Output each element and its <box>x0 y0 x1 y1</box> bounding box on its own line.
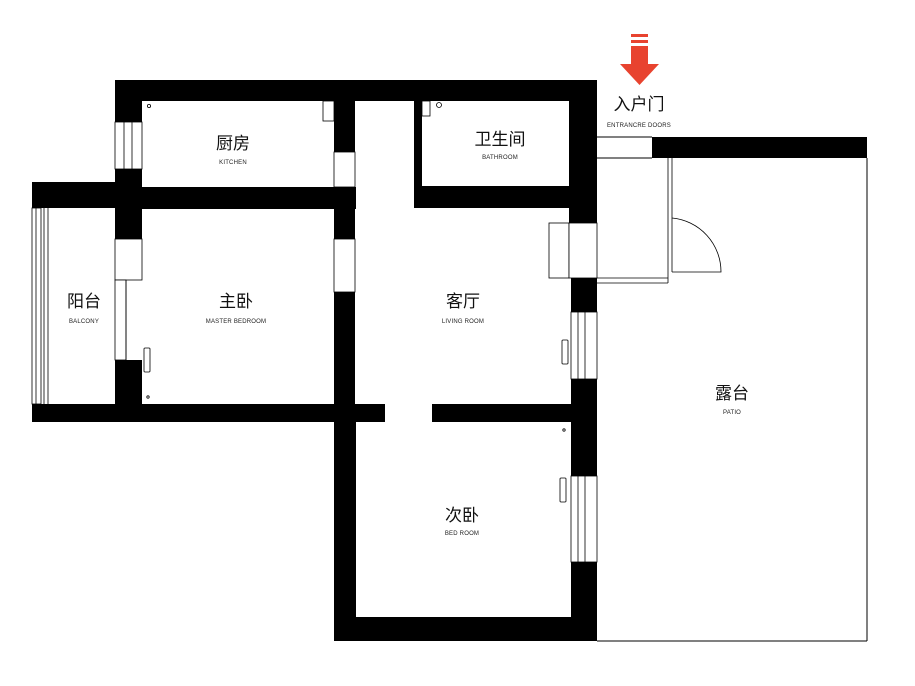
arrow-down-icon <box>620 34 659 85</box>
windows <box>31 121 722 563</box>
wall-right-living-mid <box>571 278 597 312</box>
kitchen-label-en: KITCHEN <box>219 160 247 166</box>
wall-right-lower <box>571 379 597 476</box>
wall-middle-horizontal <box>32 404 597 422</box>
wall-kitchen-right <box>334 80 355 152</box>
wall-master-left-bottom <box>115 360 142 422</box>
wall-kitchen-left-top <box>115 80 142 122</box>
balcony-label-en: BALCONY <box>69 319 99 325</box>
patio-label-en: PATIO <box>723 410 741 416</box>
patio-label: 露台 <box>715 384 749 404</box>
wall-kitchen-master <box>115 187 356 209</box>
fixtures <box>143 100 569 503</box>
corridor-opening <box>356 187 414 209</box>
wall-bedroom-bottom <box>334 617 597 641</box>
openings <box>356 187 432 422</box>
balcony-label: 阳台 <box>67 292 101 312</box>
labels: 厨房 KITCHEN 卫生间 BATHROOM 阳台 BALCONY 主卧 MA… <box>67 95 749 537</box>
wall-patio-top <box>652 137 867 158</box>
wall-bedroom-left <box>334 404 356 641</box>
wall-top <box>115 80 597 101</box>
wall-master-living-bottom <box>334 292 355 422</box>
door-bedroom-opening <box>385 404 432 422</box>
bathroom-label: 卫生间 <box>475 130 526 150</box>
living-room-label: 客厅 <box>446 292 480 312</box>
wall-right-upper <box>569 80 597 223</box>
master-bedroom-label-en: MASTER BEDROOM <box>206 319 266 325</box>
living-room-label-en: LIVING ROOM <box>442 319 484 325</box>
entrance-label: 入户门 <box>614 95 665 115</box>
wall-master-living-top <box>334 187 355 239</box>
bedroom-label-en: BED ROOM <box>445 531 479 537</box>
bedroom-label: 次卧 <box>445 506 479 526</box>
bathroom-label-en: BATHROOM <box>482 155 518 161</box>
wall-bath-bottom <box>414 186 597 208</box>
wall-corridor-bath <box>414 80 422 188</box>
kitchen-label: 厨房 <box>216 134 250 154</box>
master-bedroom-label: 主卧 <box>219 292 253 312</box>
walls <box>32 80 867 641</box>
entrance-label-en: ENTRANCRE DOORS <box>607 123 671 129</box>
